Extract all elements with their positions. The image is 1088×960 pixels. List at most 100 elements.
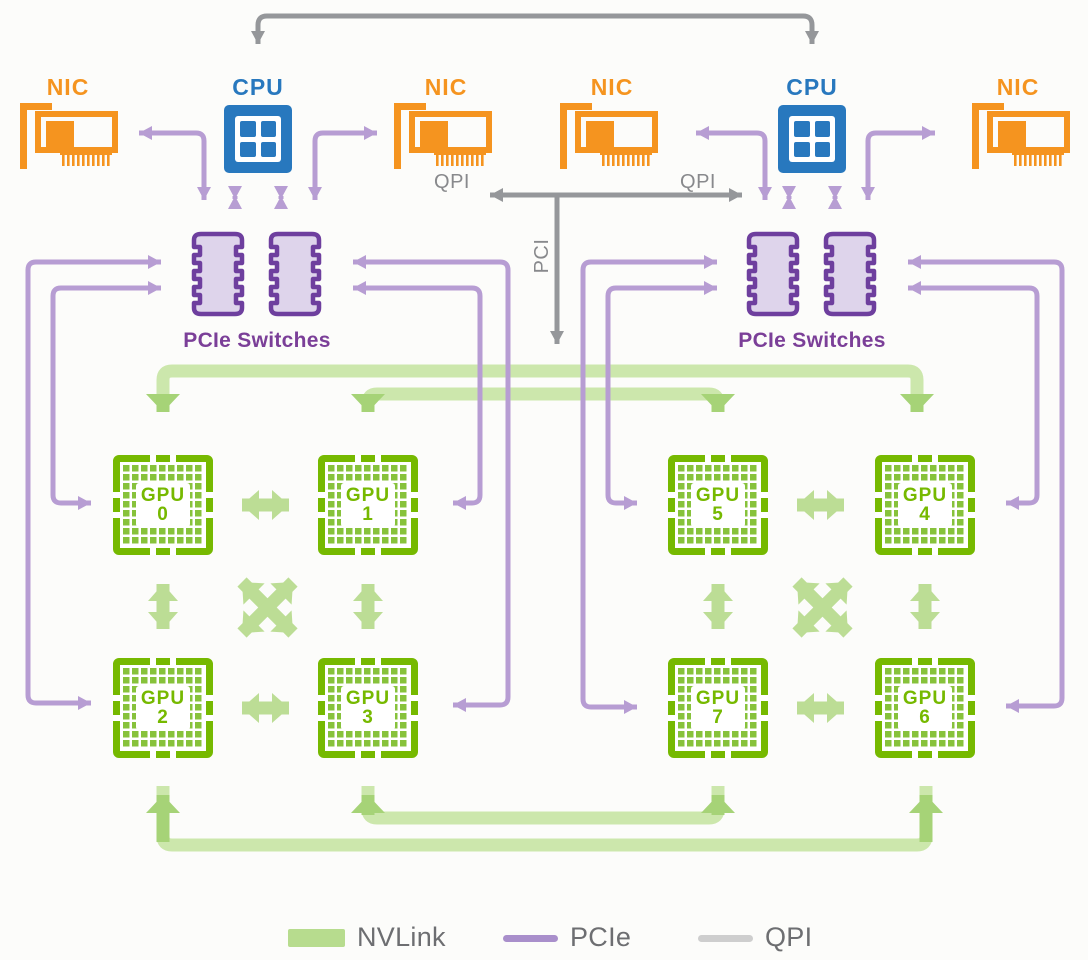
pcie-switch-chip-b [271, 234, 319, 314]
gpu-border-notch [668, 492, 675, 518]
gpu-border-notch [355, 548, 381, 555]
gpu-border-notch [912, 751, 938, 758]
cpu-pane [240, 121, 256, 137]
pcie-switchA-gpu2 [25, 255, 161, 710]
gpu-border-notch [355, 751, 381, 758]
pcie-switch-chip-d [826, 234, 874, 314]
gpu-border-notch [318, 695, 325, 721]
gpu-name: GPU [695, 688, 741, 709]
gpu-7: GPU 7 [668, 658, 768, 758]
gpu-2: GPU 2 [113, 658, 213, 758]
gpu-number: 6 [919, 707, 931, 728]
pcie-links [25, 126, 1065, 714]
nic-1-label: NIC [424, 74, 468, 100]
nic-3-label: NIC [996, 74, 1040, 100]
gpu-border-notch [968, 492, 975, 518]
gpu-1: GPU 1 [318, 455, 418, 555]
gpu-border-notch [113, 695, 120, 721]
gpu-0: GPU 0 [113, 455, 213, 555]
qpi-top-cpu0-cpu1 [251, 13, 819, 44]
gpu-number: 3 [362, 707, 374, 728]
gpu-name: GPU [902, 688, 948, 709]
cpu-die-window [789, 116, 835, 162]
gpu-name: GPU [345, 485, 391, 506]
gpu-border-notch [150, 455, 176, 462]
legend-nvlink-swatch [288, 929, 345, 947]
gpu-border-notch [206, 492, 213, 518]
gpu-border-notch [150, 751, 176, 758]
qpi-label-left: QPI [434, 171, 470, 193]
gpu-0-label: GPU 0 [136, 483, 190, 527]
legend-nvlink-label: NVLink [357, 922, 446, 952]
nic-card-icon-3 [972, 103, 1067, 169]
gpu-border-notch [912, 548, 938, 555]
nic-0-label: NIC [46, 74, 90, 100]
gpu-border-notch [318, 492, 325, 518]
gpu-border-notch [705, 751, 731, 758]
nic-card-icon-2 [560, 103, 655, 169]
cpu-pane [794, 121, 810, 137]
cpu-pane [260, 141, 276, 157]
qpi-label-right: QPI [680, 171, 716, 193]
cpu-pane [260, 121, 276, 137]
gpu-2-label: GPU 2 [136, 686, 190, 730]
gpu-6: GPU 6 [875, 658, 975, 758]
gpu-number: 7 [712, 707, 724, 728]
gpu-1-label: GPU 1 [341, 483, 395, 527]
qpi-links [251, 13, 819, 344]
gpu-name: GPU [695, 485, 741, 506]
gpu-border-notch [968, 695, 975, 721]
gpu-border-notch [411, 695, 418, 721]
pcie-switches-label-left: PCIe Switches [183, 329, 331, 352]
gpu-border-notch [705, 548, 731, 555]
pcie-switchA-nic0 [139, 126, 211, 200]
pcie-switches-label-right: PCIe Switches [738, 329, 886, 352]
gpu-border-notch [150, 658, 176, 665]
gpu-border-notch [761, 695, 768, 721]
gpu-name: GPU [140, 688, 186, 709]
nvlink-gpu4-gpu7 [792, 577, 853, 638]
legend-qpi-swatch [698, 935, 753, 942]
nvlink-links [146, 364, 943, 852]
gpu-number: 4 [919, 504, 931, 525]
gpu-3: GPU 3 [318, 658, 418, 758]
pcie-switchD-nic3 [861, 126, 935, 200]
nvlink-gpu1-gpu5 [361, 387, 725, 410]
gpu-border-notch [355, 658, 381, 665]
cpu-0-icon [224, 105, 292, 173]
gpu-border-notch [150, 548, 176, 555]
gpu-7-label: GPU 7 [691, 686, 745, 730]
pcie-switchB-nic1 [308, 126, 377, 200]
gpu-5: GPU 5 [668, 455, 768, 555]
cpu-pane [240, 141, 256, 157]
gpu-number: 1 [362, 504, 374, 525]
gpu-name: GPU [345, 688, 391, 709]
nic-card-icon-1 [394, 103, 489, 169]
gpu-border-notch [355, 455, 381, 462]
legend-qpi-label: QPI [765, 922, 813, 952]
pcie-switch-chip-a [194, 234, 242, 314]
gpu-border-notch [912, 658, 938, 665]
pci-label: PCI [531, 239, 553, 274]
cpu-pane [794, 141, 810, 157]
nvlink-gpu3-gpu7 [361, 786, 725, 825]
gpu-border-notch [113, 492, 120, 518]
pcie-switchA-gpu0 [50, 281, 161, 510]
cpu-pane [814, 121, 830, 137]
cpu-0-label: CPU [232, 74, 284, 100]
gpu-border-notch [875, 492, 882, 518]
gpu-4: GPU 4 [875, 455, 975, 555]
pcie-switchB-gpu3 [353, 255, 511, 712]
pcie-switchB-gpu1 [353, 281, 483, 510]
nvlink-gpu1-gpu2 [237, 577, 298, 638]
cpu-pane [814, 141, 830, 157]
gpu-name: GPU [902, 485, 948, 506]
nic-card-icon-0 [20, 103, 115, 169]
gpu-border-notch [705, 658, 731, 665]
pcie-switchD-gpu4 [908, 281, 1040, 510]
gpu-name: GPU [140, 485, 186, 506]
gpu-border-notch [411, 492, 418, 518]
gpu-number: 0 [157, 504, 169, 525]
gpu-number: 5 [712, 504, 724, 525]
